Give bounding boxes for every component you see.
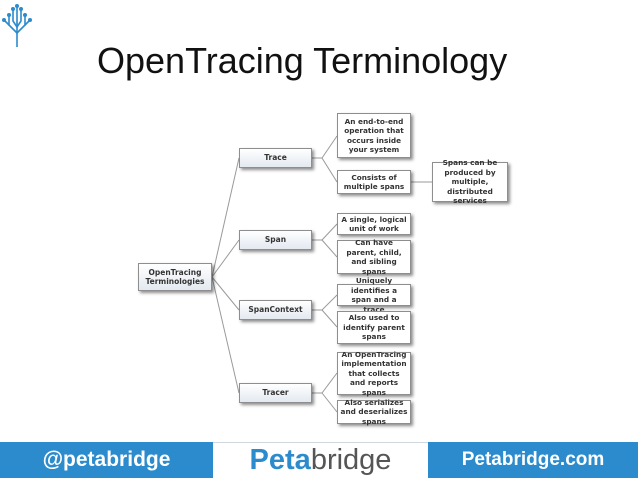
node-tracer: Tracer xyxy=(239,383,312,403)
node-root: OpenTracing Terminologies xyxy=(138,263,212,291)
footer-website-link[interactable]: Petabridge.com xyxy=(428,442,638,478)
node-span-desc1: A single, logical unit of work xyxy=(337,213,411,235)
node-spancontext-desc2: Also used to identify parent spans xyxy=(337,311,411,344)
brand-light-text: bridge xyxy=(310,444,392,476)
node-trace: Trace xyxy=(239,148,312,168)
brand-bold-text: Peta xyxy=(249,444,311,476)
node-span-desc2: Can have parent, child, and sibling span… xyxy=(337,238,411,276)
node-span: Span xyxy=(239,230,312,250)
node-spancontext-desc1: Uniquely identifies a span and a trace xyxy=(337,276,411,314)
node-trace-desc1: An end-to-end operation that occurs insi… xyxy=(337,113,411,158)
footer-handle[interactable]: @petabridge xyxy=(0,442,213,478)
node-tracer-desc1: An OpenTracing implementation that colle… xyxy=(337,350,411,397)
circuit-tree-icon xyxy=(2,4,32,47)
node-trace-desc2: Consists of multiple spans xyxy=(337,170,411,194)
node-trace-desc2-child: Spans can be produced by multiple, distr… xyxy=(432,158,508,205)
node-spancontext: SpanContext xyxy=(239,300,312,320)
page-title: OpenTracing Terminology xyxy=(97,40,508,81)
node-tracer-desc2: Also serializes and deserializes spans xyxy=(337,398,411,426)
